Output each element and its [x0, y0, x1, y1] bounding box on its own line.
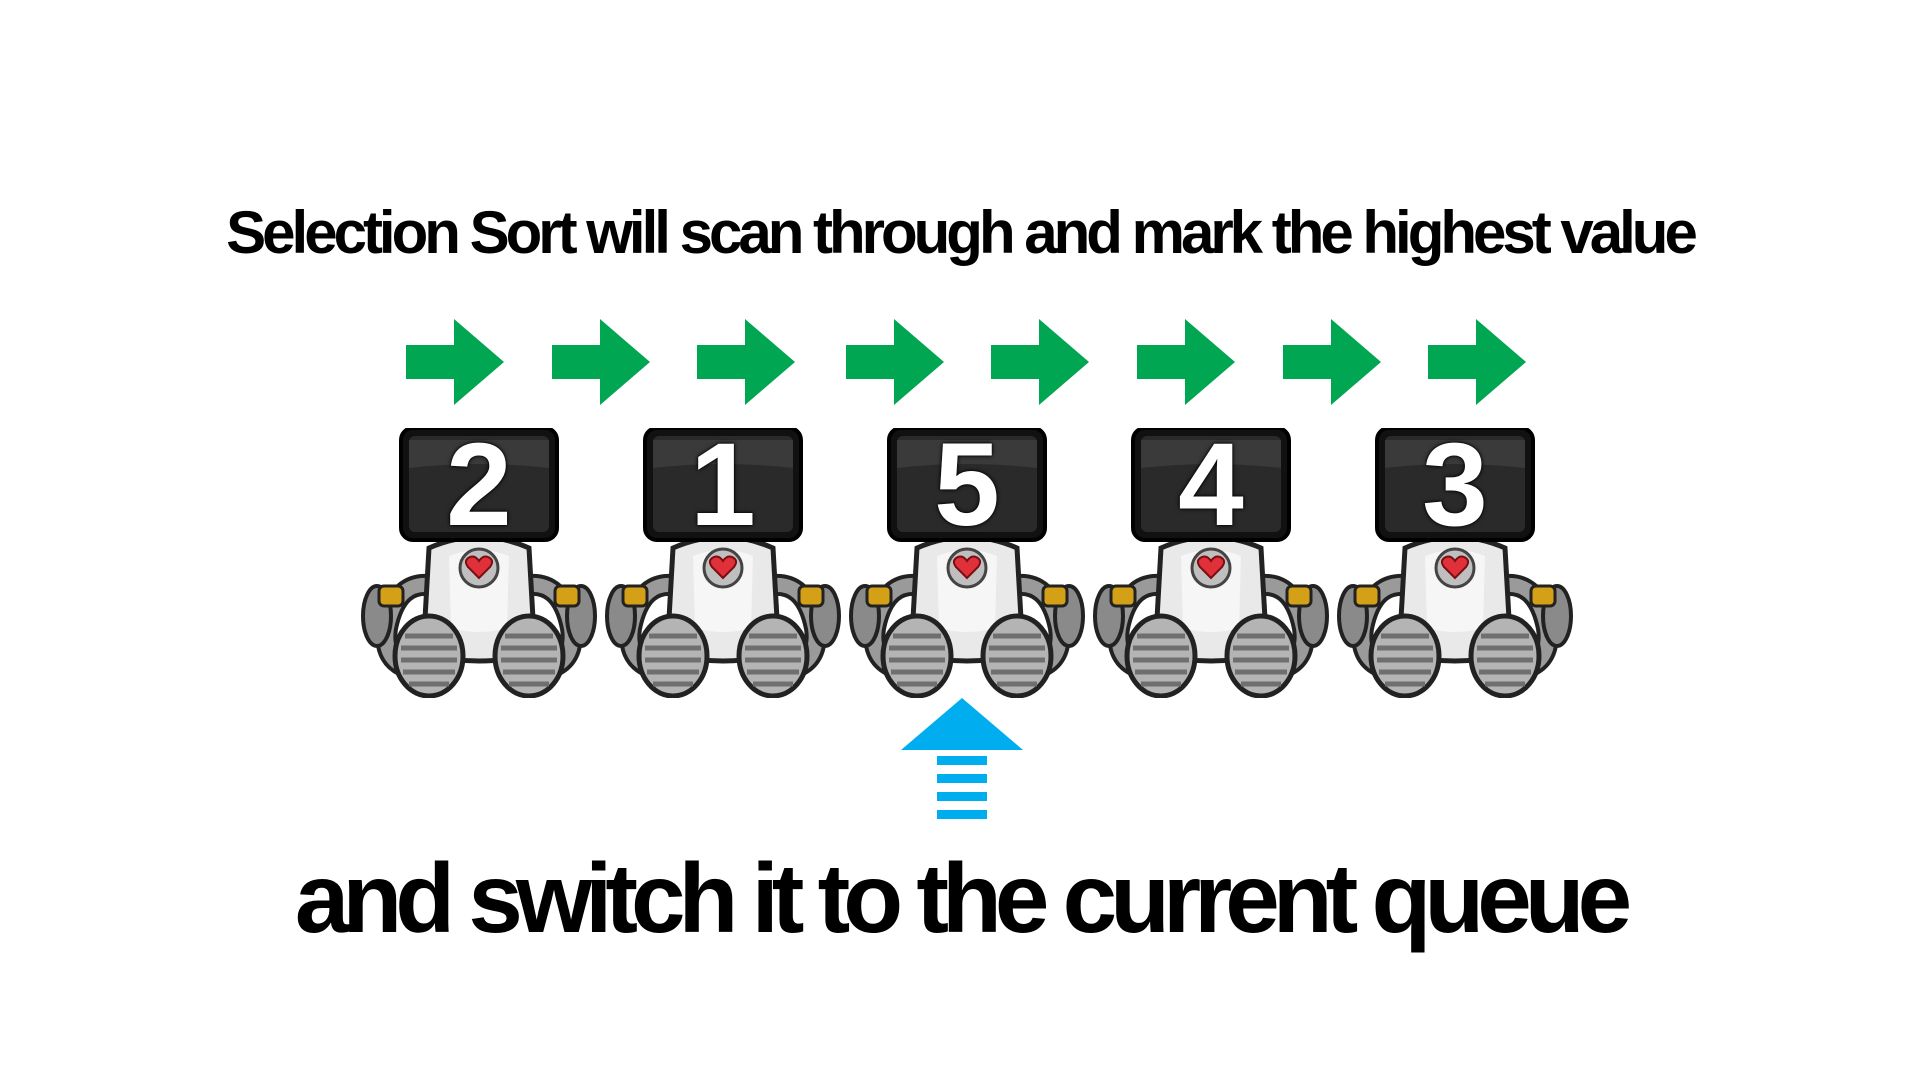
robot-icon: [605, 428, 841, 698]
right-arrow-icon: [552, 319, 650, 405]
right-arrow-icon: [1283, 319, 1381, 405]
robot-icon: [1337, 428, 1573, 698]
robot-value: 4: [1178, 419, 1244, 551]
robot-value: 5: [934, 419, 1000, 551]
robot-icon: [1093, 428, 1329, 698]
scan-arrow-row: [0, 319, 1920, 405]
robot-icon: [361, 428, 597, 698]
headline-bottom: and switch it to the current queue: [294, 843, 1632, 953]
heart-icon: [952, 555, 982, 580]
heart-icon: [708, 555, 738, 580]
robot-3: 5: [845, 419, 1089, 698]
robot-value: 2: [446, 419, 512, 551]
robot-icon: [849, 428, 1085, 698]
robot-1: 2: [357, 419, 601, 698]
heart-icon: [1440, 555, 1470, 580]
robot-5: 3: [1333, 419, 1577, 698]
right-arrow-icon: [991, 319, 1089, 405]
right-arrow-icon: [1428, 319, 1526, 405]
robot-row: 2: [0, 419, 1920, 698]
robot-4: 4: [1089, 419, 1333, 698]
right-arrow-icon: [846, 319, 944, 405]
robot-value: 3: [1422, 419, 1488, 551]
right-arrow-icon: [1137, 319, 1235, 405]
headline-top: Selection Sort will scan through and mar…: [226, 199, 1698, 266]
up-arrow-icon: [901, 698, 1023, 819]
right-arrow-icon: [697, 319, 795, 405]
right-arrow-icon: [406, 319, 504, 405]
robot-2: 1: [601, 419, 845, 698]
robot-value: 1: [690, 419, 756, 551]
heart-icon: [1196, 555, 1226, 580]
heart-icon: [464, 555, 494, 580]
